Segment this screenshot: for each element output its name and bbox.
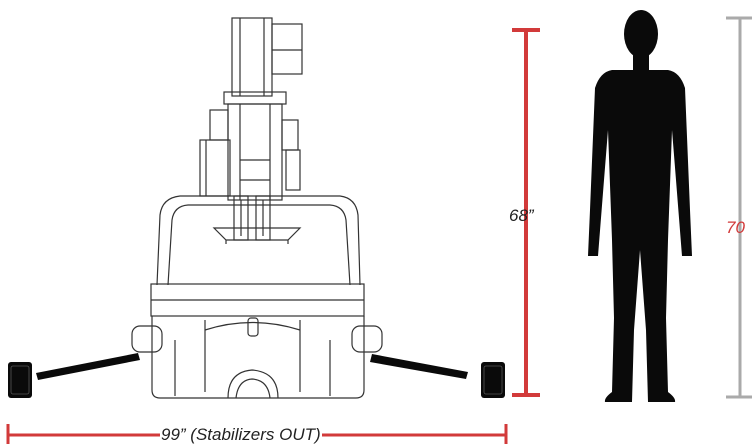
machine-height-dimension xyxy=(512,28,540,397)
machine-body xyxy=(156,195,361,286)
machine-height-label: 68” xyxy=(509,206,534,225)
stabilizer-arm-left xyxy=(36,353,140,380)
stabilizer-pad-right-inner xyxy=(483,365,503,395)
person-silhouette xyxy=(588,10,692,402)
stabilizer-pad-left-inner xyxy=(10,365,30,395)
stabilizer-pad-right xyxy=(481,362,505,398)
person-neck xyxy=(633,52,649,70)
machine-column xyxy=(199,17,303,241)
stabilizer-pad-left xyxy=(8,362,32,398)
person-height-label: 70 xyxy=(726,218,745,237)
person-head xyxy=(624,10,658,58)
machine-chassis xyxy=(131,316,383,399)
person-height-dimension xyxy=(726,16,752,399)
stabilizers xyxy=(8,353,505,398)
stabilizer-arm-right xyxy=(370,354,468,379)
machine-deck xyxy=(150,283,365,317)
stabilizer-width-label: 99” (Stabilizers OUT) xyxy=(160,425,322,445)
person-torso xyxy=(588,70,692,402)
machine-drawing xyxy=(131,17,383,399)
